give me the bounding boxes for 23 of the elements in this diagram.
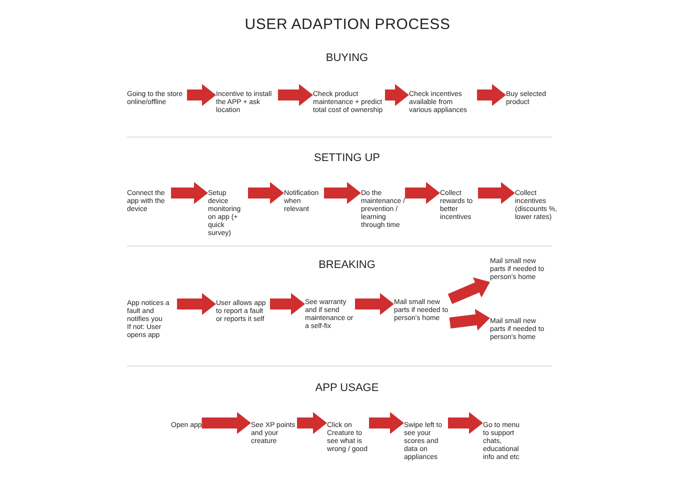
block-arrow bbox=[369, 412, 404, 434]
diagram-title: USER ADAPTION PROCESS bbox=[244, 16, 452, 33]
block-arrow bbox=[385, 84, 409, 106]
section-heading: SETTING UP bbox=[314, 152, 380, 164]
block-arrow bbox=[177, 293, 216, 315]
block-arrow bbox=[324, 182, 361, 204]
block-arrow bbox=[448, 412, 483, 434]
block-arrow bbox=[405, 182, 440, 204]
block-arrow bbox=[355, 293, 394, 315]
block-arrow bbox=[297, 412, 327, 434]
block-arrow bbox=[248, 182, 284, 204]
block-arrow bbox=[477, 84, 506, 106]
block-arrow bbox=[187, 84, 216, 106]
block-arrow bbox=[478, 182, 515, 204]
section-heading: BREAKING bbox=[318, 259, 376, 271]
block-arrow bbox=[270, 293, 305, 315]
block-arrow bbox=[202, 412, 251, 434]
block-arrow bbox=[448, 276, 492, 304]
block-arrow bbox=[449, 308, 491, 331]
block-arrow bbox=[278, 84, 313, 106]
section-heading: BUYING bbox=[326, 52, 368, 64]
block-arrow bbox=[171, 182, 208, 204]
section-heading: APP USAGE bbox=[315, 382, 379, 394]
